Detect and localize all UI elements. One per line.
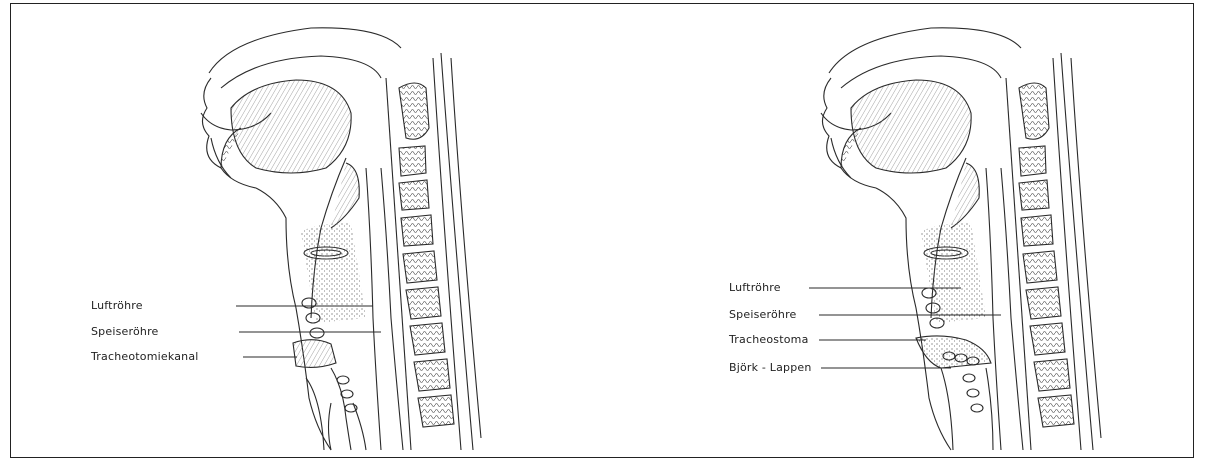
diagram-tracheotomy: Luftröhre Speiseröhre Tracheotomiekanal	[81, 18, 551, 450]
sagittal-section-left	[81, 18, 551, 450]
label-esophagus: Speiseröhre	[91, 325, 159, 338]
label-trachea: Luftröhre	[729, 281, 781, 294]
diagram-tracheostoma: Luftröhre Speiseröhre Tracheostoma Björk…	[701, 18, 1171, 450]
label-trachea: Luftröhre	[91, 299, 143, 312]
label-tracheotomy-canal: Tracheotomiekanal	[91, 350, 199, 363]
label-bjork-flap: Björk - Lappen	[729, 361, 812, 374]
label-tracheostoma: Tracheostoma	[729, 333, 809, 346]
figure-frame: Luftröhre Speiseröhre Tracheotomiekanal	[10, 3, 1194, 458]
sagittal-section-right	[701, 18, 1171, 450]
label-esophagus: Speiseröhre	[729, 308, 797, 321]
